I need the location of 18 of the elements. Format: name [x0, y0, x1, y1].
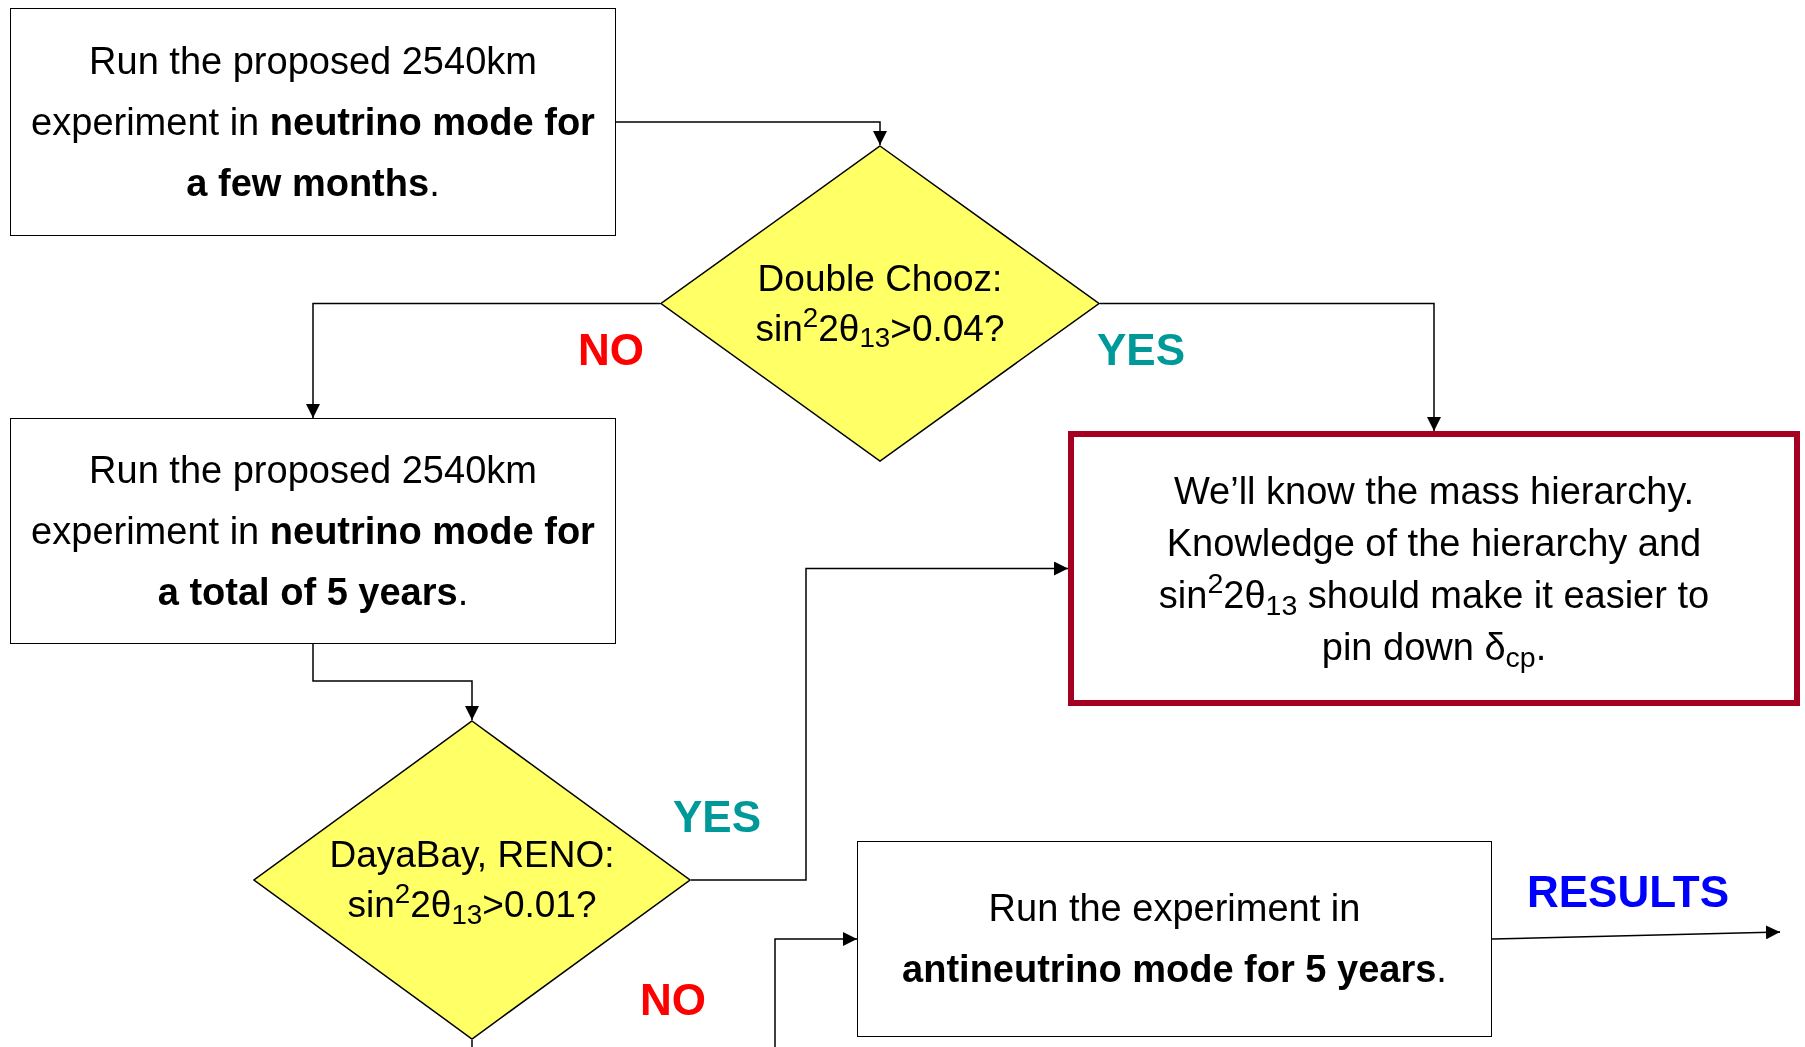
arrow: [774, 932, 858, 1047]
node-text: Run the experiment in antineutrino mode for 5 years.: [901, 886, 1448, 992]
node-text: Run the proposed 2540km experiment in neutrino mode for a total of 5 years.: [30, 447, 596, 615]
arrow: [690, 561, 1069, 881]
node-text: We’ll know the mass hierarchy. Knowledge of the hierarchy and sin$^{2}$2θ$_{13}$ should make it easier to pin down δ$_{cp}$.: [1157, 468, 1711, 673]
result-box: [1068, 431, 1800, 706]
process-box: [857, 841, 1492, 1037]
arrow: [312, 643, 479, 721]
node-text: Run the proposed 2540km experiment in neutrino mode for a few months.: [30, 38, 596, 206]
arrow: [615, 121, 887, 146]
node-text: DayaBay, RENO: sin$^{2}$2θ$_{13}$>0.01?: [328, 833, 616, 930]
arrow: [1099, 302, 1441, 432]
node-text: Double Chooz: sin$^{2}$2θ$_{13}$>0.04?: [754, 256, 1006, 354]
decision-diamond: [660, 145, 1100, 462]
process-box: [10, 8, 616, 236]
arrow: [306, 302, 661, 419]
arrow: [1491, 925, 1781, 940]
process-box: [10, 418, 616, 644]
